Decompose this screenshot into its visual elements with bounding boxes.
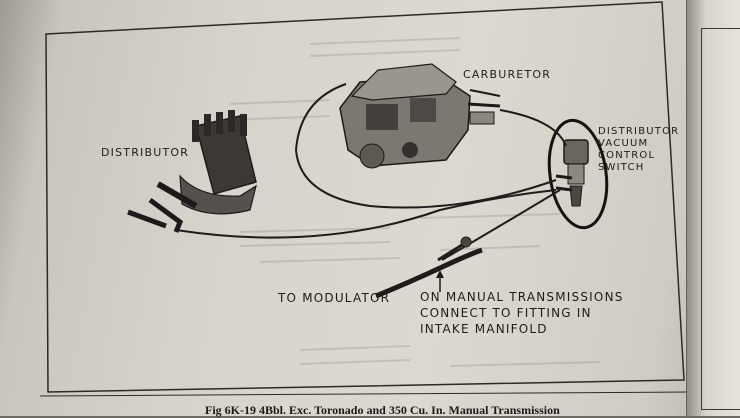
switch-label-line: DISTRIBUTOR (598, 126, 680, 137)
switch-label-line: CONTROL (598, 150, 656, 161)
modulator-label: TO MODULATOR (278, 291, 391, 305)
switch-label-line: SWITCH (598, 162, 645, 173)
switch-label-line: VACUUM (598, 138, 649, 149)
modulator-line (375, 236, 483, 299)
arrow-up-icon (436, 270, 444, 292)
manual-transmission-note: ON MANUAL TRANSMISSIONS CONNECT TO FITTI… (420, 289, 624, 337)
caption-rule (39, 391, 691, 397)
carburetor-drawing (339, 63, 501, 169)
adjacent-page (686, 0, 740, 416)
adjacent-page-frame (701, 28, 740, 410)
carburetor-label: CARBURETOR (463, 68, 552, 81)
ghost-text (229, 37, 601, 367)
vacuum-switch-label: DISTRIBUTOR VACUUM CONTROL SWITCH (598, 126, 679, 174)
vacuum-hoses (175, 83, 567, 261)
note-line: ON MANUAL TRANSMISSIONS (420, 290, 624, 304)
highlight-circle (547, 118, 609, 230)
distributor-drawing (127, 110, 257, 233)
diagram-frame (45, 1, 685, 393)
vacuum-switch-drawing (555, 139, 589, 207)
distributor-label: DISTRIBUTOR (101, 146, 190, 159)
note-line: CONNECT TO FITTING IN (420, 306, 592, 320)
figure-caption: Fig 6K-19 4Bbl. Exc. Toronado and 350 Cu… (205, 403, 560, 417)
note-line: INTAKE MANIFOLD (420, 322, 548, 336)
